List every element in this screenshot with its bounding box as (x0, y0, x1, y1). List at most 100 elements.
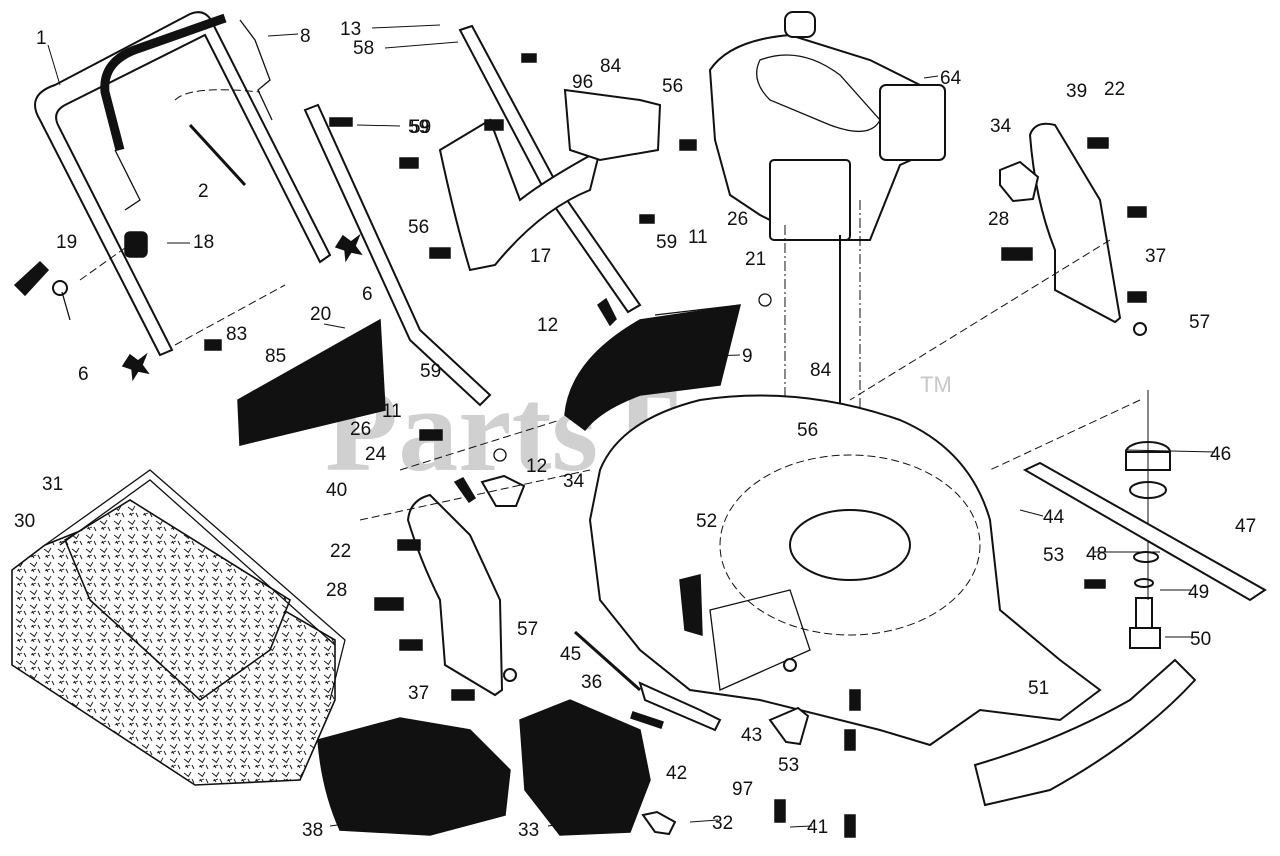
callout-label-59: 59 (408, 117, 429, 138)
callout-label-17: 17 (530, 246, 551, 267)
callout-label-13: 13 (340, 19, 361, 40)
callout-label-28: 28 (988, 209, 1009, 230)
callout-label-24: 24 (365, 444, 387, 465)
callout-label-32: 32 (712, 813, 733, 834)
callout-label-57: 57 (517, 619, 538, 640)
callout-label-39: 39 (1066, 81, 1087, 102)
callout-label-56: 56 (408, 217, 429, 238)
height-lever-part (638, 681, 722, 732)
bolt-part (844, 814, 856, 838)
callout-label-52: 52 (696, 511, 717, 532)
blade-part (1022, 461, 1267, 602)
callout-label-26: 26 (727, 209, 748, 230)
callout-label-37: 37 (1145, 246, 1166, 267)
bolt-part (329, 53, 697, 259)
callout-label-6: 6 (362, 284, 373, 305)
callout-label-64: 64 (940, 68, 962, 89)
bolt-part (1127, 291, 1147, 303)
callout-label-47: 47 (1235, 516, 1256, 537)
callout-label-34: 34 (563, 471, 585, 492)
callout-label-2: 2 (198, 181, 209, 202)
axle-part (574, 630, 641, 692)
knob-34-part (999, 160, 1040, 203)
callout-label-18: 18 (193, 232, 214, 253)
callout-label-34: 34 (990, 116, 1012, 137)
bracket-96-part (563, 88, 662, 162)
rear-guard-part (564, 304, 742, 432)
trademark-text: TM (920, 372, 952, 397)
callout-label-11: 11 (688, 227, 708, 248)
knob-34-part (480, 474, 526, 507)
callout-label-31: 31 (42, 474, 63, 495)
grass-bag-part (11, 469, 346, 786)
callout-label-51: 51 (1028, 678, 1049, 699)
latch-part (641, 810, 677, 836)
callout-label-53: 53 (1043, 545, 1064, 566)
nut-part (1133, 322, 1147, 336)
height-adjust-bracket-left-part (406, 493, 504, 697)
callout-label-56: 56 (797, 420, 818, 441)
cable-part (188, 123, 247, 187)
leader-lines (47, 24, 1216, 828)
callout-label-42: 42 (666, 763, 687, 784)
callout-label-38: 38 (302, 820, 323, 841)
wing-nut-part (334, 233, 363, 263)
callout-label-26: 26 (350, 419, 371, 440)
rear-flap-part (237, 318, 386, 446)
engine-part (708, 11, 947, 690)
front-bumper-part (973, 658, 1197, 807)
mulch-cover-part (519, 699, 651, 836)
wing-nut-part (121, 352, 150, 382)
callout-label-22: 22 (1104, 79, 1125, 100)
callout-label-85: 85 (265, 346, 286, 367)
callout-label-56: 56 (662, 76, 683, 97)
callout-label-30: 30 (14, 511, 35, 532)
knob-18-part (79, 231, 148, 281)
mower-deck-part (588, 394, 1102, 747)
callout-label-9: 9 (742, 346, 753, 367)
callout-label-22: 22 (330, 541, 351, 562)
callout-label-11: 11 (382, 401, 402, 422)
callout-label-43: 43 (741, 725, 762, 746)
callout-label-45: 45 (560, 644, 581, 665)
callout-label-33: 33 (518, 820, 539, 841)
callout-label-37: 37 (408, 683, 429, 704)
callout-label-57: 57 (1189, 312, 1210, 333)
callout-label-53: 53 (778, 755, 799, 776)
callout-label-97: 97 (732, 779, 753, 800)
callout-label-12: 12 (537, 315, 558, 336)
bolt-part (774, 799, 786, 823)
callout-label-58: 58 (353, 38, 374, 59)
callout-label-8: 8 (300, 26, 311, 47)
upper-handle-part (34, 11, 332, 357)
callout-label-49: 49 (1188, 582, 1209, 603)
callout-label-59: 59 (410, 117, 431, 138)
chute-deflector-part (438, 118, 602, 272)
callout-label-84: 84 (600, 56, 622, 77)
callout-label-21: 21 (745, 249, 766, 270)
bolt-part (1087, 137, 1109, 149)
bolt-part (844, 729, 856, 751)
callout-label-84: 84 (810, 360, 832, 381)
height-adjust-bracket-right-part (1028, 122, 1122, 324)
callout-label-1: 1 (36, 28, 47, 49)
lower-handle-left-part (303, 103, 492, 407)
callout-label-40: 40 (326, 480, 347, 501)
callout-label-36: 36 (581, 672, 602, 693)
callout-label-41: 41 (807, 817, 828, 838)
side-discharge-shield-part (317, 717, 511, 836)
bolt-part (1084, 579, 1106, 589)
callout-label-20: 20 (310, 304, 331, 325)
control-bar-part (100, 13, 273, 211)
spring-part (630, 711, 664, 729)
knob-19-part (13, 260, 71, 321)
bolt-part (849, 689, 861, 711)
callout-label-6: 6 (78, 364, 89, 385)
bolt-part (1127, 206, 1147, 218)
callout-label-59: 59 (656, 232, 677, 253)
callout-label-59: 59 (420, 361, 441, 382)
callout-label-48: 48 (1086, 544, 1107, 565)
handle-knob-part (597, 297, 617, 327)
